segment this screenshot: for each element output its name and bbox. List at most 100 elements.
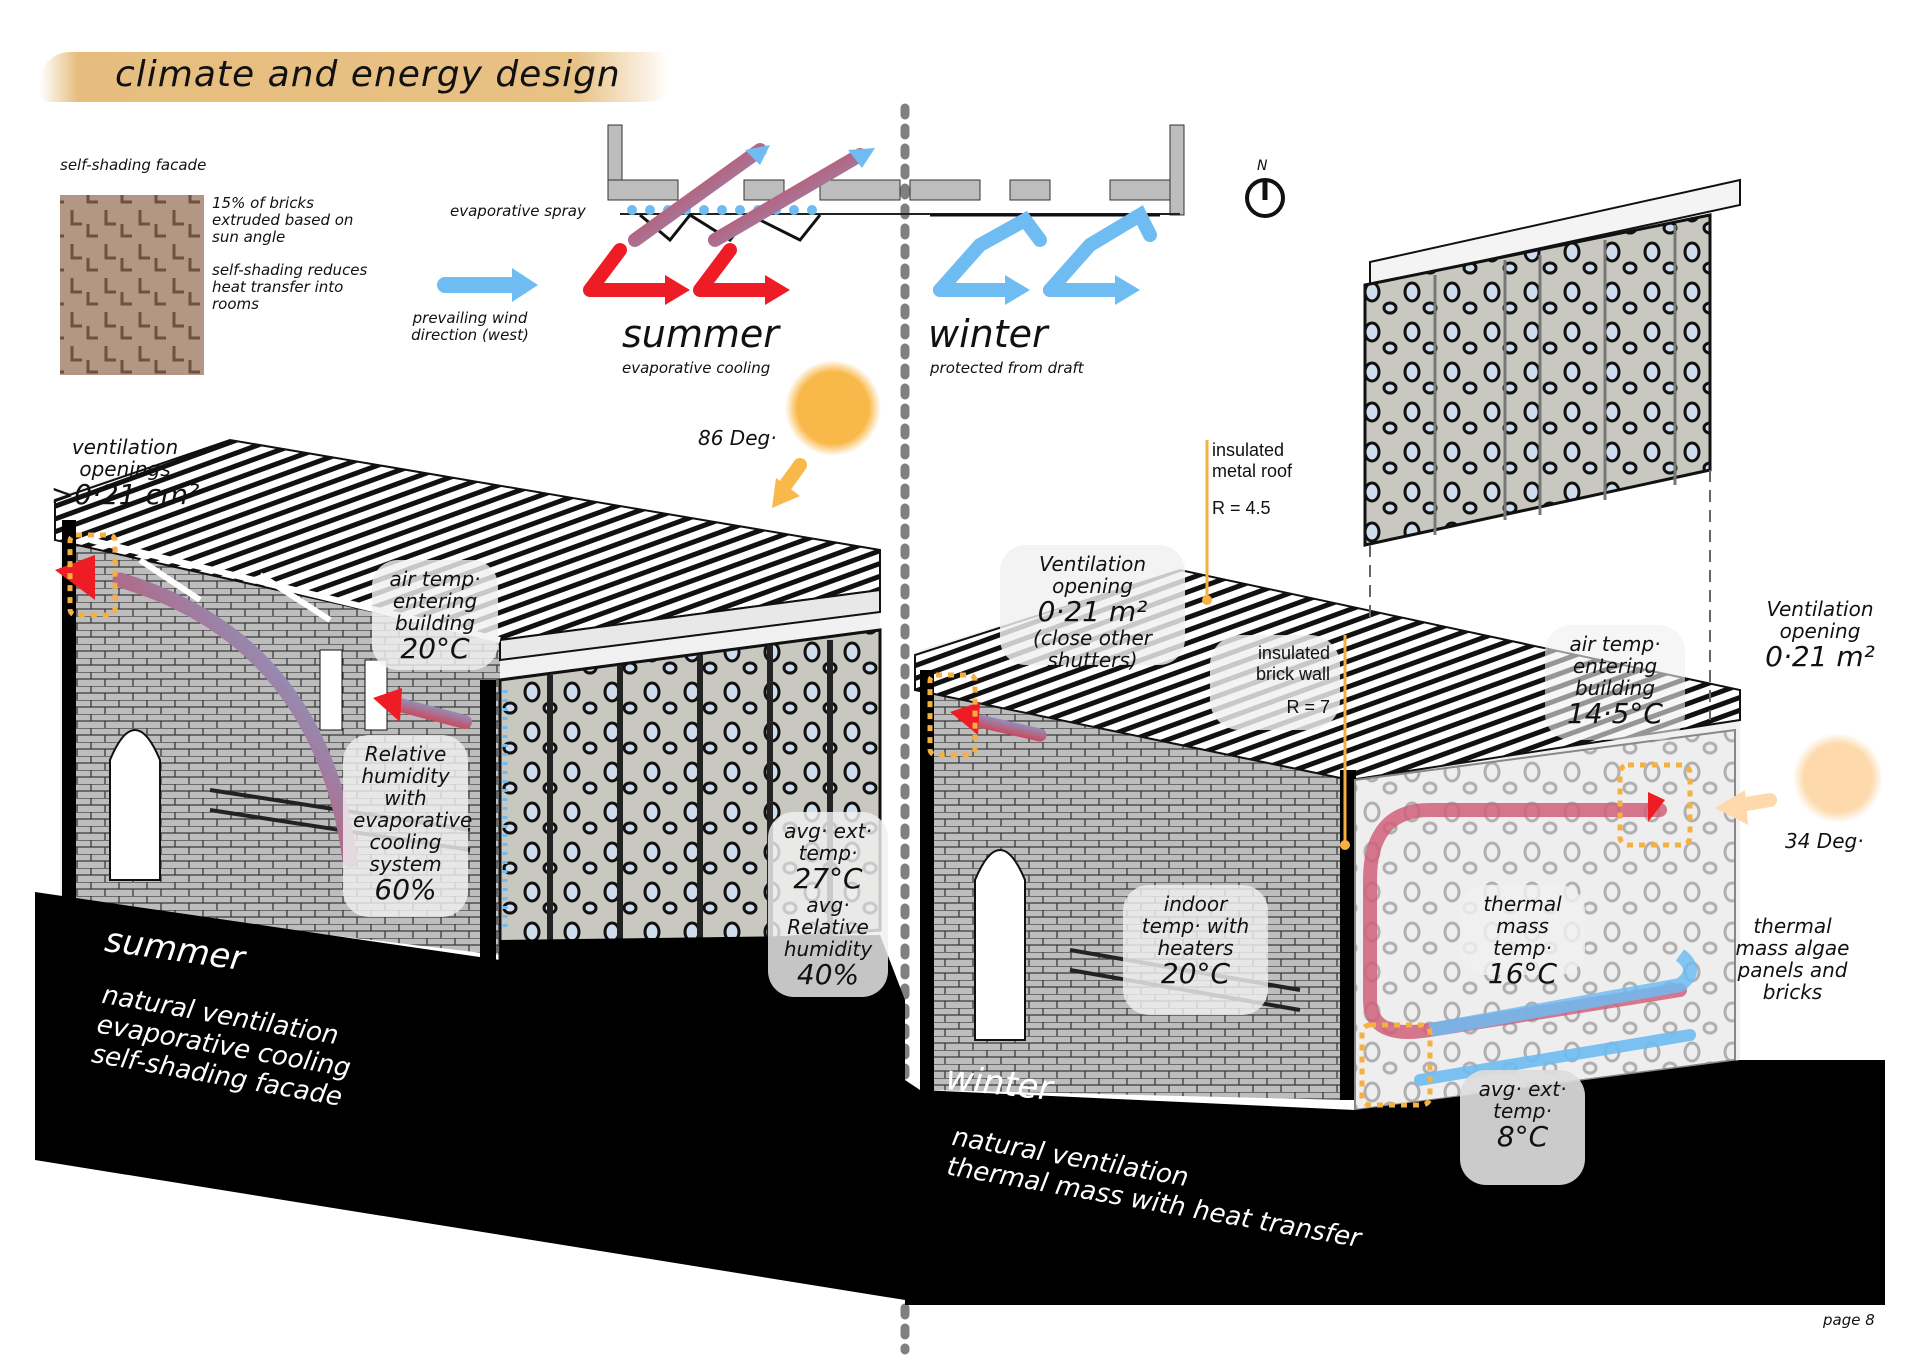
summer-sun-angle: 86 Deg·: [698, 426, 777, 450]
label-line: temp·: [1493, 1099, 1552, 1123]
page-number: page 8: [1823, 1311, 1875, 1329]
winter-upper-vent-highlight: [1617, 762, 1693, 848]
label-line: temp· with: [1141, 914, 1250, 938]
air-temp-value: 20°C: [400, 632, 470, 665]
ext-humidity-value: 40%: [796, 958, 860, 991]
summer-building: [54, 438, 882, 962]
facade-brick-swatch: [60, 195, 204, 375]
label-line: Ventilation: [1038, 552, 1146, 576]
label-line: indoor: [1163, 892, 1228, 916]
label-line: building: [394, 611, 476, 635]
humidity-value: 60%: [374, 873, 437, 906]
winter-sun-icon: [1793, 733, 1883, 823]
evaporative-spray-label: evaporative spray: [450, 202, 586, 220]
label-line: humidity: [361, 764, 450, 788]
summer-vent-highlight: [67, 532, 118, 618]
thermal-loop-cold: [1428, 949, 1697, 1037]
thermal-loop-return: [1414, 1029, 1696, 1086]
winter-plan-subtitle: protected from draft: [930, 359, 1084, 377]
summer-humidity-bubble: Relative humidity with evaporative cooli…: [343, 735, 473, 917]
winter-vent-highlight: [927, 672, 978, 758]
label-line: mass algae: [1735, 936, 1850, 960]
facade-note-2: self-shading reduces heat transfer into …: [212, 261, 368, 313]
label-line: brick wall: [1255, 664, 1330, 684]
summer-plan-subtitle: evaporative cooling: [622, 359, 771, 377]
label-line: cooling: [369, 830, 442, 854]
label-line: avg· ext·: [784, 819, 872, 843]
winter-ventilation-left-bubble: Ventilation opening 0·21 m² (close other…: [1000, 545, 1185, 671]
winter-sun-angle: 34 Deg·: [1785, 829, 1864, 853]
label-line: shutters): [1047, 648, 1138, 672]
summer-exhaust-arrow: [112, 572, 358, 868]
thermal-mass-value: 16°C: [1487, 957, 1558, 990]
label-line: Ventilation: [1766, 597, 1874, 621]
roof-annotation: insulated metal roof R = 4.5: [1212, 440, 1292, 519]
summer-base: [35, 892, 905, 1300]
wall-annotation: insulated brick wall R = 7: [1210, 635, 1340, 730]
label-line: insulated: [1212, 440, 1285, 460]
ventilation-value: 0·21 m²: [1765, 640, 1875, 673]
facade-note-1: 15% of bricks extruded based on sun angl…: [212, 194, 354, 246]
label-line: bricks: [1762, 980, 1823, 1004]
summer-plan-title: summer: [622, 312, 779, 356]
winter-airflow-arrows: [933, 205, 1157, 297]
ext-temp-value: 8°C: [1496, 1120, 1549, 1153]
winter-exterior-bubble: avg· ext· temp· 8°C: [1460, 1070, 1585, 1185]
compass-north-label: N: [1257, 158, 1268, 174]
thermal-mass-bubble: thermal mass temp· 16°C: [1460, 885, 1585, 989]
label-line: with: [384, 786, 427, 810]
label-line: Relative: [364, 742, 447, 766]
page-title: climate and energy design: [115, 54, 621, 95]
ext-temp-value: 27°C: [793, 862, 863, 895]
winter-ventilation-right-label: Ventilation opening 0·21 m²: [1745, 598, 1895, 672]
label-line: panels and: [1737, 958, 1848, 982]
label-line: opening: [1052, 574, 1133, 598]
wall-r-value: R = 7: [1286, 697, 1330, 717]
winter-plan-title: winter: [928, 312, 1048, 356]
summer-sun-icon: [785, 360, 881, 456]
label-line: air temp·: [1569, 632, 1661, 656]
label-line: avg·: [806, 893, 850, 917]
winter-air-temp-bubble: air temp· entering building 14·5°C: [1545, 625, 1685, 740]
label-line: thermal: [1753, 914, 1832, 938]
label-line: openings: [79, 457, 171, 481]
label-line: avg· ext·: [1478, 1077, 1567, 1101]
indoor-temp-value: 20°C: [1160, 957, 1231, 990]
label-line: ventilation: [71, 435, 179, 459]
air-temp-value: 14·5°C: [1567, 697, 1663, 730]
label-line: evaporative: [353, 808, 473, 832]
floor-plan: [607, 124, 1185, 243]
indoor-temp-bubble: indoor temp· with heaters 20°C: [1123, 885, 1268, 1015]
summer-ventilation-label: ventilation openings >0·21 cm²: [50, 436, 200, 510]
winter-base: [905, 1060, 1885, 1305]
facade-heading: self-shading facade: [60, 156, 207, 174]
winter-airflow-heads: [1005, 275, 1140, 305]
label-line: system: [369, 852, 442, 876]
algae-panels-label: thermal mass algae panels and bricks: [1730, 915, 1855, 1003]
wind-direction-label: prevailing wind direction (west): [411, 309, 529, 344]
label-line: (close other: [1033, 626, 1152, 650]
label-line: humidity: [783, 937, 873, 961]
title-brush-band: [40, 52, 670, 102]
ventilation-value: 0·21 m²: [1037, 595, 1148, 628]
label-line: opening: [1779, 619, 1861, 643]
label-line: mass temp·: [1493, 914, 1552, 960]
summer-air-temp-bubble: air temp· entering building 20°C: [372, 560, 498, 670]
ventilation-value: >0·21 cm²: [50, 478, 200, 511]
label-line: entering: [392, 589, 478, 613]
label-line: building: [1574, 676, 1656, 700]
label-line: entering: [1572, 654, 1658, 678]
summer-airflow-arrows: [583, 143, 875, 305]
summer-exterior-bubble: avg· ext· temp· 27°C avg· Relative humid…: [768, 812, 888, 997]
label-line: air temp·: [389, 567, 481, 591]
north-compass-icon: [1245, 178, 1285, 218]
thermal-loop-hot: [1363, 803, 1687, 1039]
label-line: temp·: [798, 841, 858, 865]
winter-lower-vent-highlight: [1359, 1022, 1433, 1108]
algae-panel-detail: [1363, 178, 1741, 720]
summer-intake-arrow: [393, 698, 472, 729]
label-line: insulated: [1257, 643, 1330, 663]
roof-r-value: R = 4.5: [1212, 498, 1271, 518]
winter-intake-arrow: [968, 713, 1047, 742]
label-line: heaters: [1157, 936, 1234, 960]
